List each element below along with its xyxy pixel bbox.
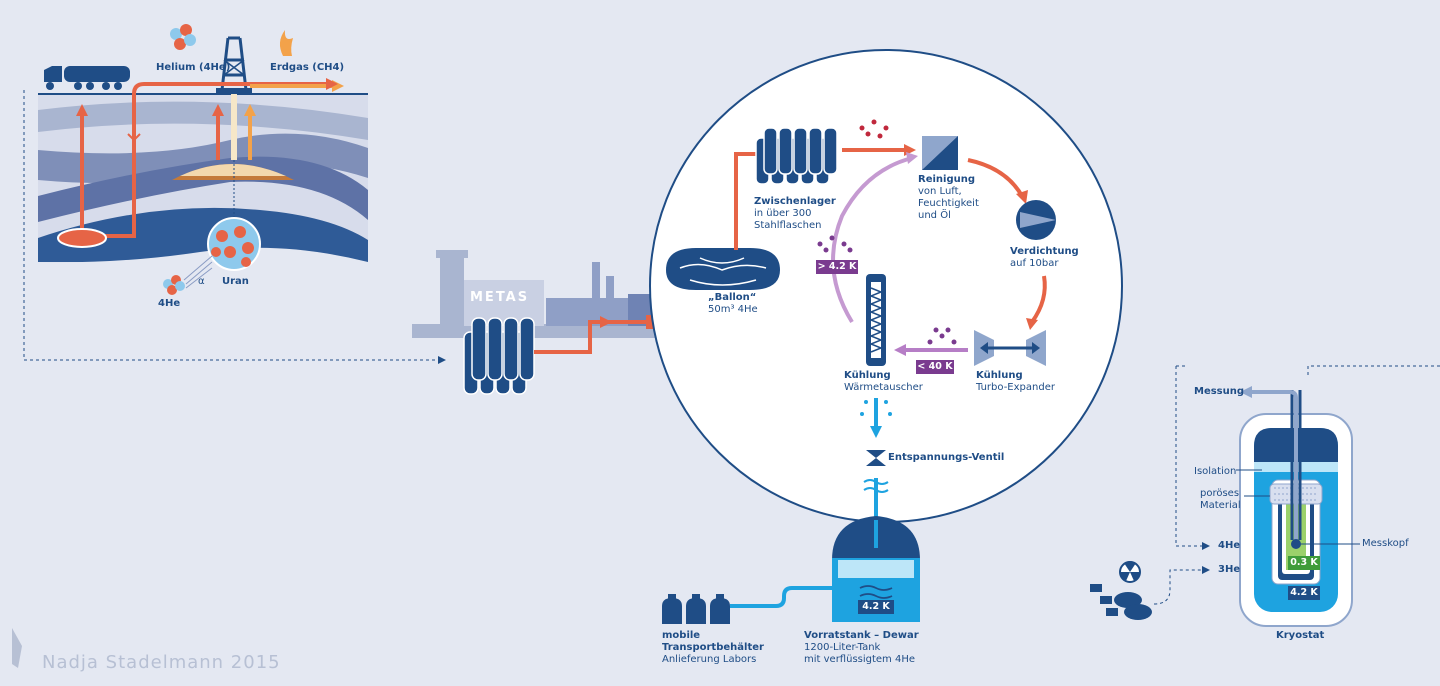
liquefaction-process [666,119,1056,542]
he3-gas-supply-icon [1090,584,1152,620]
mobile-title-1: mobile [662,630,701,641]
metas-label: METAS [470,290,530,305]
dewar-text-2: mit verflüssigtem 4He [804,654,916,665]
dewar-text-1: 1200-Liter-Tank [804,642,881,653]
he3-cryostat-label: 3He [1218,564,1241,575]
temp-mid-badge: < 40 K [916,360,954,374]
heat-exchanger-text: Wärmetauscher [844,382,923,393]
gas-cylinder-bank-icon [463,317,535,395]
turbo-title: Kühlung [976,370,1023,381]
compressor-icon [1016,200,1056,240]
cryostat-title: Kryostat [1276,630,1325,641]
credit-mark-icon [12,628,22,668]
purification-text-2: Feuchtigkeit [918,198,979,209]
cryostat-bath-temp-badge: 4.2 K [1288,586,1320,600]
heat-exchanger-icon [866,274,886,366]
insulation-label: Isolation [1194,466,1237,477]
balloon-text: 50m³ 4He [708,304,758,315]
purification-text-1: von Luft, [918,186,962,197]
porous-label-1: poröses [1200,488,1240,499]
compression-text: auf 10bar [1010,258,1059,269]
expansion-valve-icon [866,450,886,466]
temp-low-badge: 0.3 K [1288,556,1320,570]
heat-exchanger-title: Kühlung [844,370,891,381]
geology-panel [23,24,446,364]
balloon-icon [666,248,780,290]
balloon-title: „Ballon“ [708,292,757,303]
mobile-text: Anlieferung Labors [662,654,757,665]
valve-label: Entspannungs-Ventil [888,452,1005,463]
porous-label-2: Material [1200,500,1241,511]
mobile-transport-containers-icon [662,594,730,624]
alpha-label: α [198,276,205,287]
turbo-expander-icon [974,330,1046,366]
dewar-title: Vorratstank – Dewar [804,630,919,641]
radioactive-icon [1119,561,1141,583]
he4-cryostat-label: 4He [1218,540,1241,551]
mobile-title-2: Transportbehälter [662,642,764,653]
storage-title: Zwischenlager [754,196,836,207]
compression-title: Verdichtung [1010,246,1079,257]
helium-label: Helium (4He) [156,62,231,73]
storage-text-1: in über 300 [754,208,812,219]
natural-gas-label: Erdgas (CH4) [270,62,345,73]
turbo-text: Turbo-Expander [976,382,1055,393]
purification-text-3: und Öl [918,210,951,221]
storage-text-2: Stahlflaschen [754,220,822,231]
credit-text: Nadja Stadelmann 2015 [42,652,281,673]
metas-facility [412,250,701,395]
dewar-temp-badge: 4.2 K [858,600,894,614]
probe-label: Messkopf [1362,538,1409,549]
purification-filter-icon [922,136,958,170]
purification-title: Reinigung [918,174,976,185]
measurement-label: Messung [1194,386,1245,397]
storage-cylinders-icon [755,127,838,185]
he4-geology-label: 4He [158,298,181,309]
uranium-label: Uran [222,276,249,287]
truck-icon [44,66,130,90]
dewar-tank-icon [832,516,920,622]
temp-high-badge: > 4.2 K [816,260,858,274]
